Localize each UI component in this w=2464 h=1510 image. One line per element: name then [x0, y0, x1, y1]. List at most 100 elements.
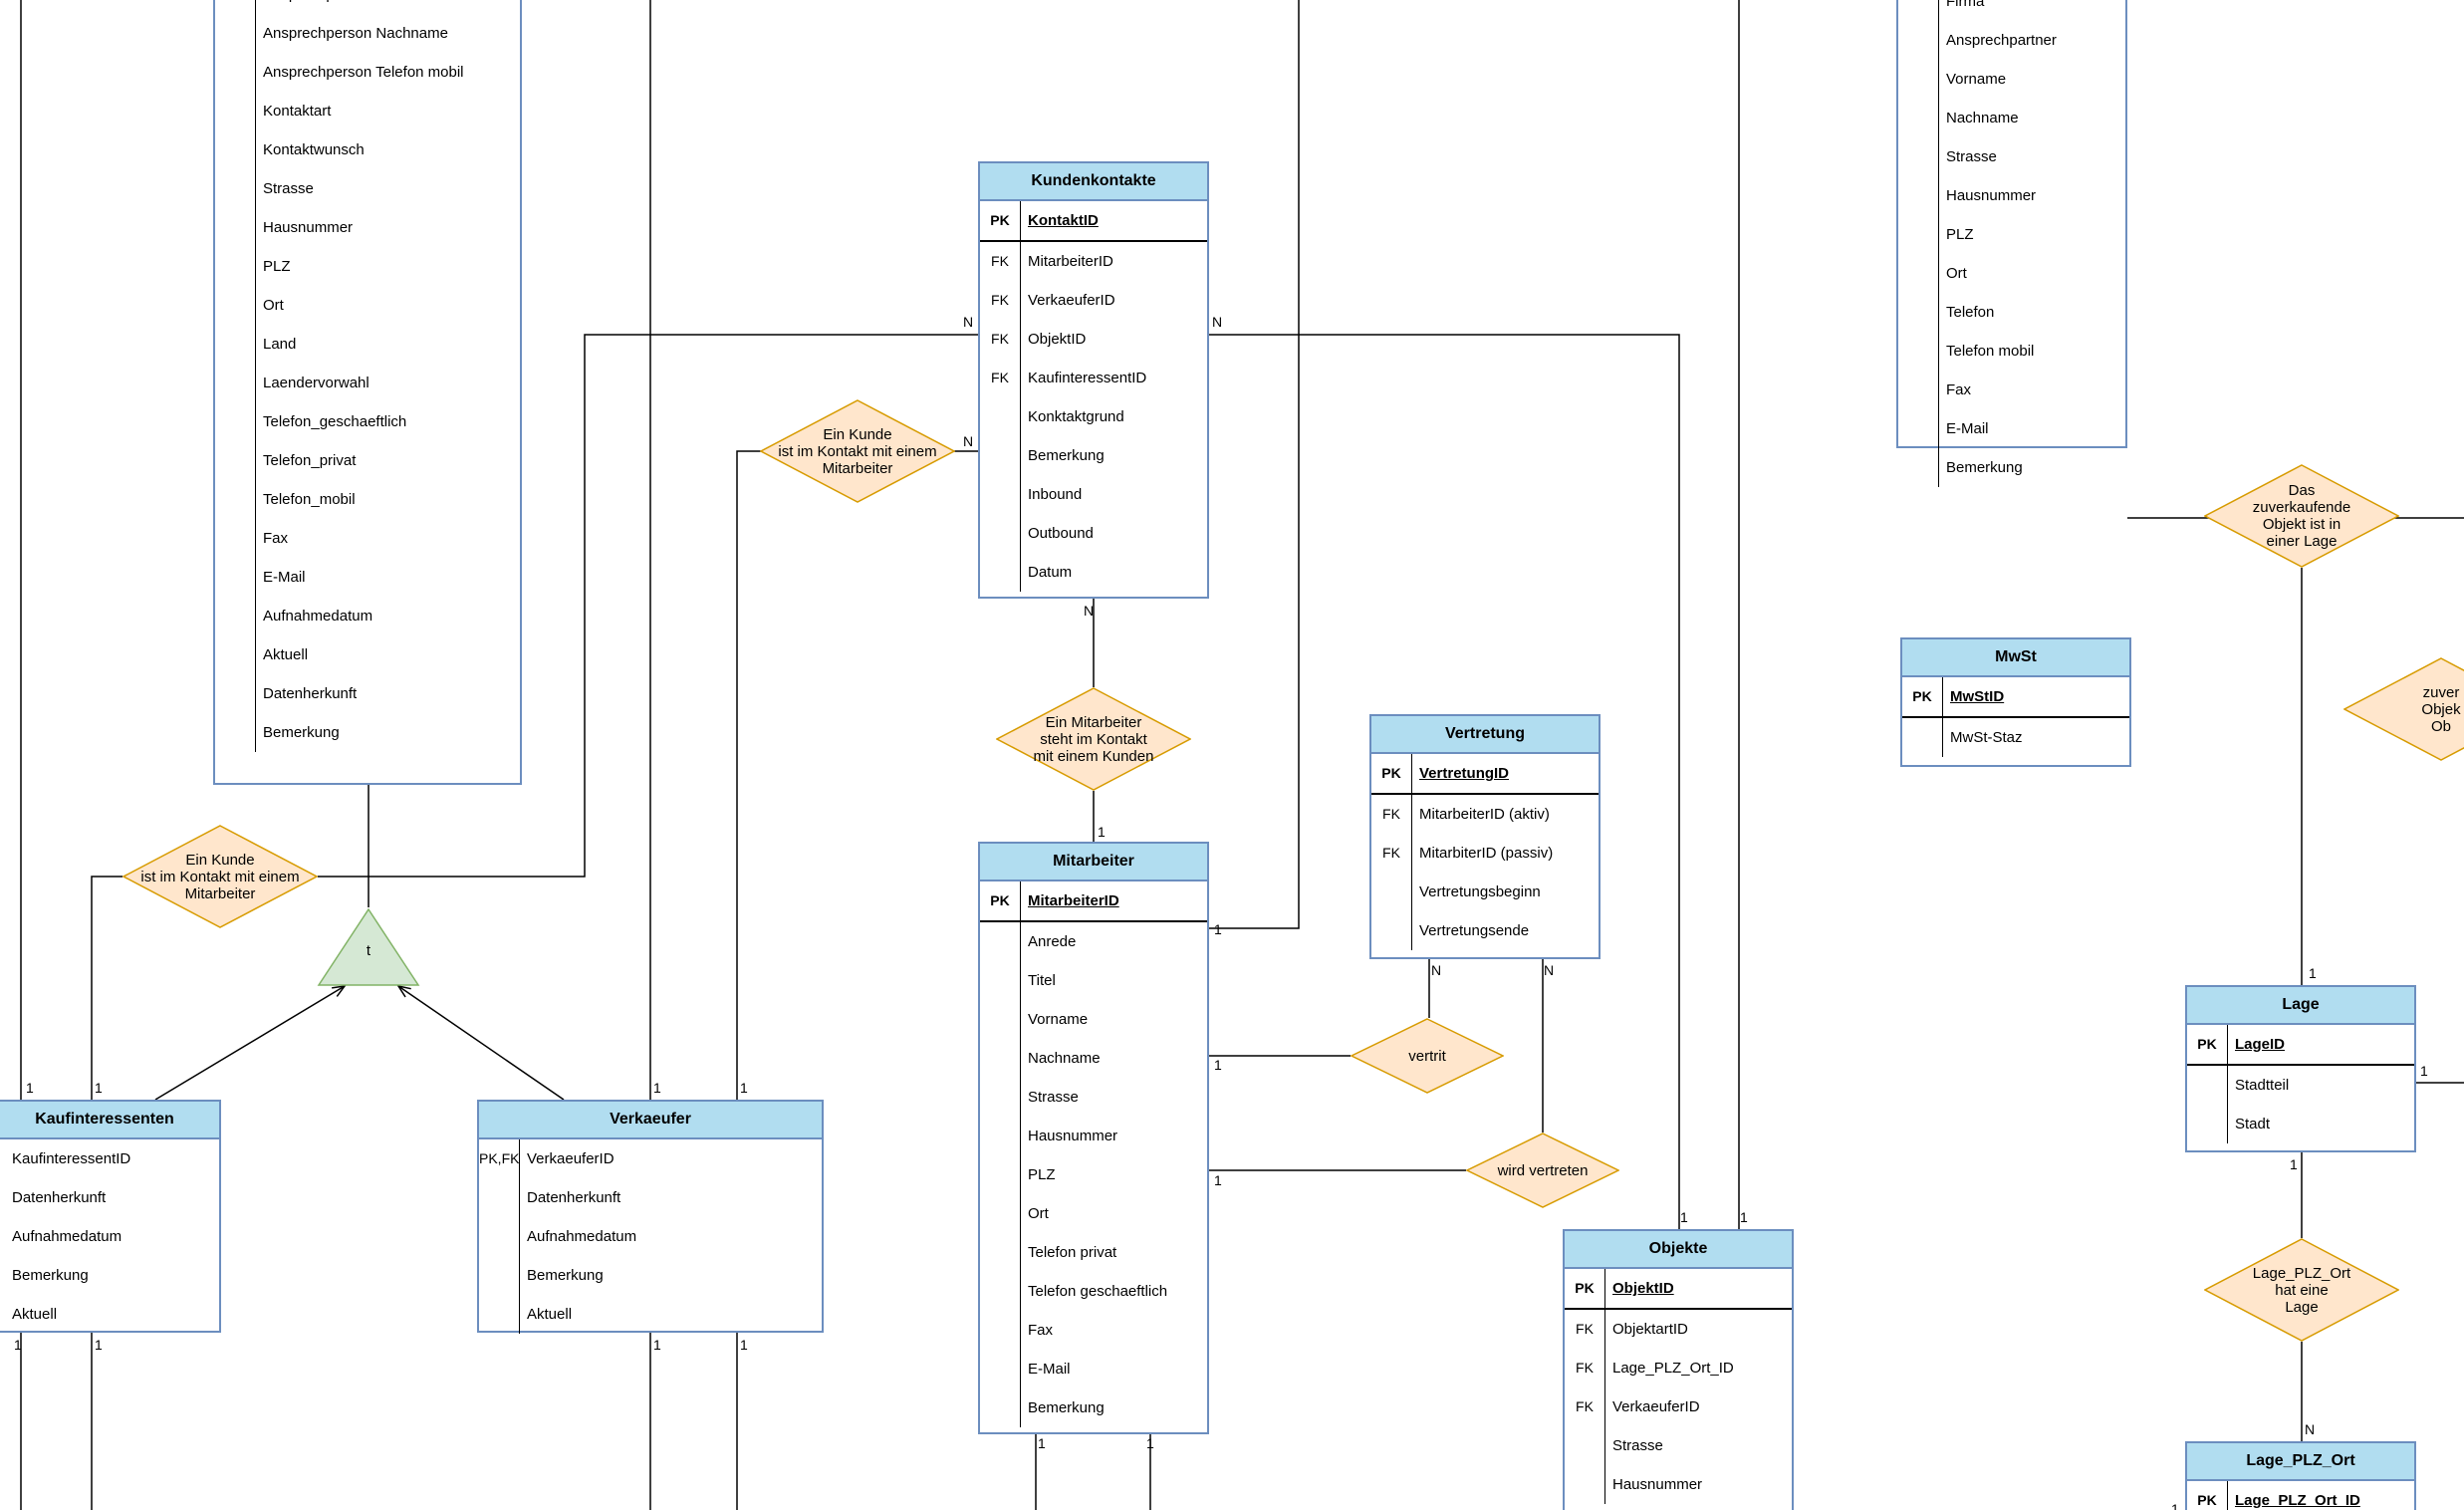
attribute-name: KaufinteressentID [12, 1150, 131, 1167]
key-marker: FK [1576, 1360, 1594, 1376]
attribute-row: Bemerkung [0, 1256, 219, 1295]
attribute-row: Kontaktart [215, 92, 520, 130]
column-divider [255, 713, 256, 752]
column-divider [519, 1178, 520, 1217]
attribute-name: Bemerkung [1028, 1399, 1105, 1416]
column-divider [255, 325, 256, 364]
column-divider [1411, 873, 1412, 911]
cardinality-label: 1 [1214, 921, 1222, 937]
attribute-name: Kontaktart [263, 103, 332, 120]
attribute-name: Aktuell [527, 1306, 573, 1323]
column-divider [1938, 0, 1939, 21]
relationship-label-line: ist im Kontakt mit einem [778, 442, 937, 460]
entity-title: Vertretung [1371, 716, 1599, 754]
column-divider [1604, 1387, 1605, 1426]
cardinality-label: N [1544, 962, 1555, 978]
attribute-row: Outbound [980, 514, 1207, 553]
attribute-name: Strasse [1946, 148, 1997, 165]
attribute-name: Bemerkung [12, 1267, 89, 1284]
attribute-name: ObjektID [1028, 331, 1087, 348]
column-divider [1604, 1349, 1605, 1387]
attribute-name: VerkaeuferID [1612, 1398, 1700, 1415]
cardinality-label: 1 [14, 1337, 22, 1353]
attribute-row: Titel [980, 961, 1207, 1000]
column-divider [1020, 1233, 1021, 1272]
column-divider [1020, 281, 1021, 320]
column-divider [1020, 1388, 1021, 1427]
cardinality-label: 1 [740, 1080, 748, 1096]
column-divider [1020, 320, 1021, 359]
attribute-name: MitarbeiterID [1028, 892, 1119, 909]
relationship-label-line: Objek [2421, 700, 2461, 718]
attribute-name: Vertretungsende [1419, 922, 1530, 939]
attribute-row: E-Mail [1898, 409, 2125, 448]
attribute-name: Fax [1028, 1322, 1054, 1339]
attribute-row: Datum [980, 553, 1207, 592]
relationship-label-line: Das [2288, 482, 2316, 499]
key-marker: FK [991, 292, 1009, 308]
cardinality-label: 1 [95, 1080, 103, 1096]
attribute-row: Aktuell [0, 1295, 219, 1334]
column-divider [255, 130, 256, 169]
column-divider [1020, 514, 1021, 553]
attribute-row: Telefon_privat [215, 441, 520, 480]
column-divider [255, 441, 256, 480]
attribute-row: Ort [1898, 254, 2125, 293]
attribute-name: Vorname [1946, 71, 2007, 88]
attribute-name: Hausnummer [1612, 1476, 1703, 1493]
attribute-name: Lage_PLZ_Ort_ID [1612, 1360, 1734, 1377]
attribute-row: Bemerkung [479, 1256, 822, 1295]
cardinality-label: 1 [2290, 1156, 2298, 1172]
column-divider [1938, 448, 1939, 487]
relationship-label-line: wird vertreten [1497, 1161, 1589, 1179]
attribute-name: MitarbeiterID (aktiv) [1419, 806, 1550, 823]
relationship-label-line: Lage_PLZ_Ort [2252, 1264, 2351, 1282]
column-divider [1938, 176, 1939, 215]
inheritance-triangle[interactable]: t [317, 907, 420, 987]
attribute-name: Stadtteil [2235, 1077, 2290, 1094]
attribute-name: Aufnahmedatum [527, 1228, 637, 1245]
cardinality-label: N [963, 433, 974, 449]
attribute-name: Hausnummer [1028, 1128, 1118, 1144]
inheritance-arrow [397, 985, 565, 1101]
attribute-name: Stadt [2235, 1116, 2271, 1132]
attribute-row: PLZ [980, 1155, 1207, 1194]
cardinality-label: 1 [1146, 1435, 1154, 1451]
relationship-label: vertrit [1408, 1048, 1446, 1065]
attribute-row: E-Mail [980, 1350, 1207, 1388]
attribute-row: Hausnummer [215, 208, 520, 247]
entity-title: Verkaeufer [479, 1102, 822, 1139]
column-divider [255, 402, 256, 441]
relationship-rel_vertrit[interactable]: vertrit [1351, 1018, 1504, 1094]
entity-kunden_top[interactable]: Ansprechperson VornameAnsprechperson Nac… [213, 0, 522, 785]
cardinality-label: N [1212, 314, 1223, 330]
attribute-row: Anrede [980, 922, 1207, 961]
attribute-name: ObjektID [1612, 1280, 1674, 1297]
key-marker: FK [991, 331, 1009, 347]
column-divider [255, 247, 256, 286]
relationship-rel_wird_vertreten[interactable]: wird vertreten [1466, 1132, 1619, 1208]
attribute-name: Kontaktwunsch [263, 141, 365, 158]
column-divider [1942, 677, 1943, 716]
